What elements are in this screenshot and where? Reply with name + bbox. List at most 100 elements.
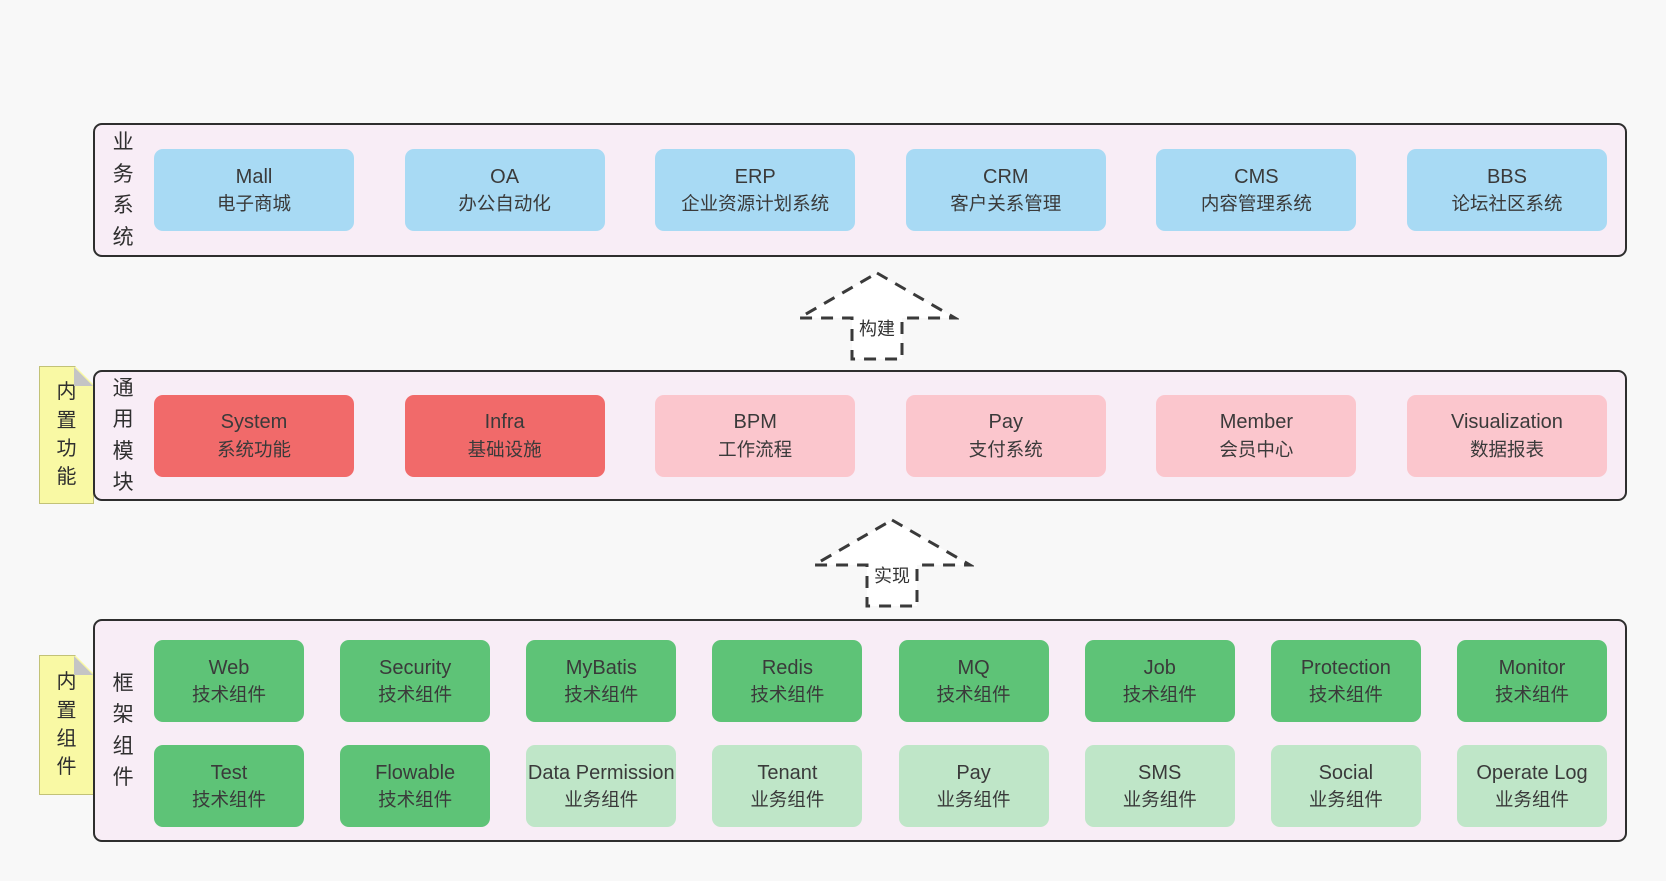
- box-title: OA: [490, 165, 520, 188]
- box-title: CRM: [983, 165, 1029, 188]
- box-subtitle: 工作流程: [718, 438, 793, 460]
- sticky-note-text: 内置功能: [56, 381, 77, 489]
- build-arrow-label: 构建: [855, 314, 899, 342]
- box-title: Visualization: [1451, 411, 1563, 434]
- box-title: Data Permission: [527, 761, 675, 784]
- box-subtitle: 业务组件: [936, 789, 1011, 811]
- framework-components-container: 框架组件 Web 技术组件 Security 技术组件 MyBatis: [93, 619, 1627, 842]
- layer-framework-components: 内置组件 框架组件 Web 技术组件 Security 技术组件: [93, 619, 1627, 842]
- box-subtitle: 业务组件: [1122, 789, 1197, 811]
- box-subtitle: 数据报表: [1469, 438, 1544, 460]
- box-title: BBS: [1486, 165, 1527, 188]
- box-title: Pay: [988, 411, 1024, 434]
- box-title: SMS: [1138, 761, 1182, 784]
- builtin-functions-sticky-note: 内置功能: [39, 366, 94, 504]
- box-subtitle: 内容管理系统: [1200, 193, 1312, 215]
- box-subtitle: 业务组件: [564, 789, 639, 811]
- component-box: MyBatis 技术组件: [526, 640, 677, 722]
- box-subtitle: 会员中心: [1219, 438, 1294, 460]
- box-title: Protection: [1300, 656, 1391, 679]
- components-box-row-2: Test 技术组件 Flowable 技术组件 Data Permission …: [154, 745, 1607, 827]
- layer-common-modules: 内置功能 通用模块 System 系统功能 Infra 基础设施: [93, 370, 1627, 501]
- box-title: Flowable: [375, 761, 456, 784]
- box-title: Test: [210, 761, 248, 784]
- component-box: SMS 业务组件: [1084, 745, 1235, 827]
- business-system-box: BBS 论坛社区系统: [1406, 149, 1607, 231]
- component-box: Monitor 技术组件: [1456, 640, 1607, 722]
- box-title: Infra: [484, 411, 525, 434]
- box-subtitle: 系统功能: [216, 438, 291, 460]
- box-title: MQ: [957, 656, 990, 679]
- business-system-box: ERP 企业资源计划系统: [655, 149, 856, 231]
- component-box: Protection 技术组件: [1270, 640, 1421, 722]
- sticky-note-text: 内置组件: [56, 671, 77, 779]
- box-title: Job: [1143, 656, 1176, 679]
- module-box: Visualization 数据报表: [1406, 394, 1607, 477]
- box-title: Operate Log: [1476, 761, 1588, 784]
- component-box: Data Permission 业务组件: [526, 745, 677, 827]
- box-subtitle: 技术组件: [378, 789, 453, 811]
- business-box-row: Mall 电子商城 OA 办公自动化 ERP 企业资源计划系统 CRM: [154, 149, 1607, 231]
- sticky-folded-corner-icon: [74, 656, 93, 675]
- box-subtitle: 技术组件: [564, 684, 639, 706]
- implement-arrow: 实现: [808, 517, 976, 609]
- component-box: Redis 技术组件: [712, 640, 863, 722]
- box-title: ERP: [734, 165, 776, 188]
- business-systems-container: 业务系统 Mall 电子商城 OA 办公自动化 ERP: [93, 123, 1627, 257]
- module-box: BPM 工作流程: [655, 394, 856, 477]
- business-system-box: Mall 电子商城: [154, 149, 354, 231]
- box-title: Web: [208, 656, 250, 679]
- layer-business-systems: 业务系统 Mall 电子商城 OA 办公自动化 ERP: [93, 123, 1627, 257]
- modules-box-row: System 系统功能 Infra 基础设施 BPM 工作流程 Pay: [154, 394, 1607, 477]
- box-subtitle: 技术组件: [1494, 684, 1569, 706]
- component-box: Job 技术组件: [1084, 640, 1235, 722]
- box-subtitle: 业务组件: [1308, 789, 1383, 811]
- component-box: Test 技术组件: [154, 745, 304, 827]
- box-title: Security: [379, 656, 452, 679]
- common-modules-container: 通用模块 System 系统功能 Infra 基础设施 BPM: [93, 370, 1627, 501]
- box-title: Tenant: [757, 761, 818, 784]
- box-title: Mall: [235, 165, 273, 188]
- implement-arrow-label: 实现: [870, 561, 914, 589]
- component-box: Tenant 业务组件: [712, 745, 863, 827]
- box-subtitle: 论坛社区系统: [1451, 193, 1563, 215]
- components-box-row-1: Web 技术组件 Security 技术组件 MyBatis 技术组件: [154, 640, 1607, 722]
- box-subtitle: 技术组件: [1122, 684, 1197, 706]
- box-title: BPM: [733, 411, 777, 434]
- sticky-folded-corner-icon: [74, 367, 93, 386]
- component-box: Operate Log 业务组件: [1456, 745, 1607, 827]
- component-box: Social 业务组件: [1270, 745, 1421, 827]
- business-layer-label: 业务系统: [112, 131, 134, 249]
- business-system-box: CRM 客户关系管理: [905, 149, 1106, 231]
- box-title: Social: [1318, 761, 1374, 784]
- component-box: Web 技术组件: [154, 640, 304, 722]
- box-subtitle: 技术组件: [750, 684, 825, 706]
- module-box: Infra 基础设施: [404, 394, 605, 477]
- box-title: Pay: [956, 761, 991, 784]
- box-subtitle: 客户关系管理: [950, 193, 1062, 215]
- box-subtitle: 基础设施: [467, 438, 542, 460]
- box-title: MyBatis: [565, 656, 637, 679]
- builtin-components-sticky-note: 内置组件: [39, 655, 94, 795]
- component-box: MQ 技术组件: [898, 640, 1049, 722]
- box-subtitle: 电子商城: [216, 193, 291, 215]
- box-subtitle: 技术组件: [378, 684, 453, 706]
- module-box: Member 会员中心: [1156, 394, 1357, 477]
- component-box: Security 技术组件: [340, 640, 491, 722]
- business-system-box: CMS 内容管理系统: [1156, 149, 1357, 231]
- modules-layer-label: 通用模块: [112, 376, 134, 495]
- box-subtitle: 技术组件: [191, 789, 266, 811]
- build-arrow: 构建: [793, 270, 961, 362]
- module-box: System 系统功能: [154, 394, 354, 477]
- box-subtitle: 技术组件: [936, 684, 1011, 706]
- component-box: Pay 业务组件: [898, 745, 1049, 827]
- box-subtitle: 技术组件: [191, 684, 266, 706]
- box-subtitle: 业务组件: [1494, 789, 1569, 811]
- component-box: Flowable 技术组件: [340, 745, 491, 827]
- box-title: CMS: [1234, 165, 1279, 188]
- module-box: Pay 支付系统: [905, 394, 1106, 477]
- box-title: System: [220, 411, 288, 434]
- box-subtitle: 企业资源计划系统: [681, 193, 830, 215]
- box-subtitle: 业务组件: [750, 789, 825, 811]
- box-title: Redis: [761, 656, 813, 679]
